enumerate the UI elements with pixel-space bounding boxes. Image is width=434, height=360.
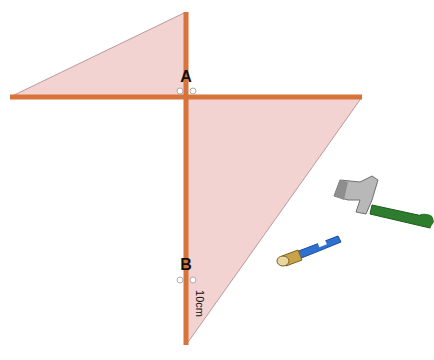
point-label: B — [180, 257, 192, 273]
kite-sail — [10, 12, 362, 345]
dimension-label: 10cm — [194, 290, 205, 317]
eyelet-punch — [277, 236, 341, 266]
cross-spar — [10, 95, 362, 100]
hammer — [334, 176, 434, 228]
vertical-spar — [184, 12, 189, 345]
eyelet-holes — [177, 88, 196, 283]
point-label: A — [180, 69, 192, 85]
